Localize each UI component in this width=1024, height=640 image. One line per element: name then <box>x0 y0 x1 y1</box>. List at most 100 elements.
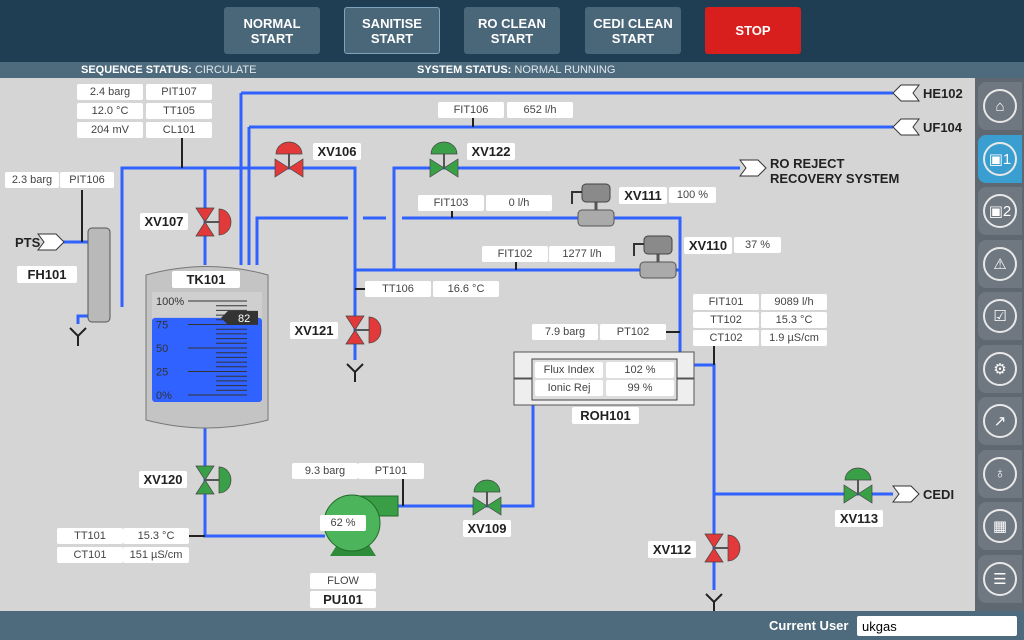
sanitise-start-button[interactable]: SANITISE START <box>344 7 440 54</box>
ionic-tag: Ionic Rej <box>535 380 603 396</box>
xv111-control-valve[interactable] <box>571 183 615 227</box>
drain-icon <box>346 363 364 382</box>
process-1-icon: ▣1 <box>983 141 1017 176</box>
home-icon: ⌂ <box>983 89 1017 123</box>
xv109-tag: XV109 <box>463 520 511 537</box>
system-status-label: SYSTEM STATUS: <box>417 64 512 76</box>
roh101-tag: ROH101 <box>572 407 639 424</box>
xv111-position: 100 % <box>669 187 716 203</box>
calendar-icon: ▦ <box>983 509 1017 543</box>
alarm-icon: ⚠ <box>983 246 1017 281</box>
tt106-value: 16.6 °C <box>433 281 499 297</box>
xv106-valve[interactable] <box>274 141 304 178</box>
he102-connector-icon <box>892 84 920 102</box>
xv107-valve[interactable] <box>195 207 232 237</box>
xv111-tag: XV111 <box>619 187 667 204</box>
sidebar-item-checklist[interactable]: ☑ <box>978 292 1022 340</box>
normal-start-button[interactable]: NORMAL START <box>224 7 320 54</box>
tk101-tag: TK101 <box>172 271 240 288</box>
ct102-value: 1.9 µS/cm <box>761 330 827 346</box>
ro-reject-connector-icon <box>739 159 767 177</box>
xv120-valve[interactable] <box>195 465 232 495</box>
drain-icon <box>69 327 87 346</box>
tank-scale-label: 0% <box>156 390 172 402</box>
tank-scale-label: 50 <box>156 343 168 355</box>
pt101-tag: PT101 <box>358 463 424 479</box>
plant-settings-icon: ⚙ <box>983 351 1017 386</box>
system-status: SYSTEM STATUS: NORMAL RUNNING <box>417 62 615 78</box>
xv109-valve[interactable] <box>472 479 502 516</box>
cl101-value: 204 mV <box>77 122 143 138</box>
sidebar-item-calendar[interactable]: ▦ <box>978 502 1022 550</box>
xv121-valve[interactable] <box>345 315 382 345</box>
stop-button[interactable]: STOP <box>705 7 801 54</box>
xv112-tag: XV112 <box>648 541 696 558</box>
pt102-value: 7.9 barg <box>532 324 598 340</box>
current-user-field[interactable] <box>857 616 1017 636</box>
stethoscope-icon: ♁ <box>983 456 1017 491</box>
sidebar-item-process-1[interactable]: ▣1 <box>978 134 1022 183</box>
sequence-status-value: CIRCULATE <box>194 64 257 76</box>
uf104-label: UF104 <box>923 120 963 135</box>
fit102-tag: FIT102 <box>482 246 548 262</box>
xv110-control-valve[interactable] <box>633 235 677 279</box>
uf104-connector-icon <box>892 118 920 136</box>
process-2-icon: ▣2 <box>983 194 1017 228</box>
xv113-valve[interactable] <box>843 467 873 504</box>
pt102-tag: PT102 <box>600 324 666 340</box>
status-bar: SEQUENCE STATUS: CIRCULATE SYSTEM STATUS… <box>0 62 1024 78</box>
xv122-tag: XV122 <box>467 143 515 160</box>
trend-icon: ↗ <box>983 404 1017 438</box>
ct102-tag: CT102 <box>693 330 759 346</box>
filter-fh101 <box>87 227 111 323</box>
pit106-tag: PIT106 <box>60 172 114 188</box>
xv122-valve[interactable] <box>429 141 459 178</box>
pipe <box>76 314 92 324</box>
sidebar-item-alarm[interactable]: ⚠ <box>978 239 1022 288</box>
fit106-tag: FIT106 <box>438 102 504 118</box>
tt101-value: 15.3 °C <box>123 528 189 544</box>
pts-label: PTS <box>15 235 41 250</box>
tt102-tag: TT102 <box>693 312 759 328</box>
tank-scale-label: 100% <box>156 296 184 308</box>
ionic-value: 99 % <box>606 380 674 396</box>
xv107-tag: XV107 <box>140 213 188 230</box>
header-bar: NORMAL START SANITISE START RO CLEAN STA… <box>0 0 1024 62</box>
cedi-label: CEDI <box>923 487 955 502</box>
checklist-icon: ☑ <box>983 299 1017 333</box>
flux-value: 102 % <box>606 362 674 378</box>
xv110-tag: XV110 <box>684 237 732 254</box>
sidebar-item-trend[interactable]: ↗ <box>978 397 1022 445</box>
pipe <box>402 216 682 352</box>
sidebar-item-stethoscope[interactable]: ♁ <box>978 449 1022 498</box>
sidebar-item-process-2[interactable]: ▣2 <box>978 187 1022 235</box>
sidebar-item-mixer[interactable]: ☰ <box>978 554 1022 603</box>
pts-connector-icon <box>37 233 65 251</box>
ro-clean-start-button[interactable]: RO CLEAN START <box>464 7 560 54</box>
tt102-value: 15.3 °C <box>761 312 827 328</box>
sidebar-item-plant-settings[interactable]: ⚙ <box>978 344 1022 393</box>
nav-sidebar: ⌂ ▣1 ▣2 ⚠ ☑ ⚙ ↗ ♁ ▦ ☰ <box>975 78 1024 611</box>
fit103-value: 0 l/h <box>486 195 552 211</box>
xv110-position: 37 % <box>734 237 781 253</box>
fit102-value: 1277 l/h <box>549 246 615 262</box>
tank-level-indicator: 82 <box>238 313 250 325</box>
system-status-value: NORMAL RUNNING <box>514 64 616 76</box>
he102-label: HE102 <box>923 86 963 101</box>
pipe <box>392 166 740 270</box>
ro-reject-label: RO REJECT RECOVERY SYSTEM <box>770 156 900 186</box>
cl101-tag: CL101 <box>146 122 212 138</box>
fit103-tag: FIT103 <box>418 195 484 211</box>
cedi-clean-start-button[interactable]: CEDI CLEAN START <box>585 7 681 54</box>
sidebar-item-home[interactable]: ⌂ <box>978 82 1022 130</box>
sequence-status: SEQUENCE STATUS: CIRCULATE <box>81 62 256 78</box>
fit101-value: 9089 l/h <box>761 294 827 310</box>
tank-scale-label: 25 <box>156 367 168 379</box>
cedi-connector-icon <box>892 485 920 503</box>
ro-module-roh101 <box>513 351 695 406</box>
pit106-value: 2.3 barg <box>5 172 59 188</box>
xv120-tag: XV120 <box>139 471 187 488</box>
xv112-valve[interactable] <box>704 533 741 563</box>
